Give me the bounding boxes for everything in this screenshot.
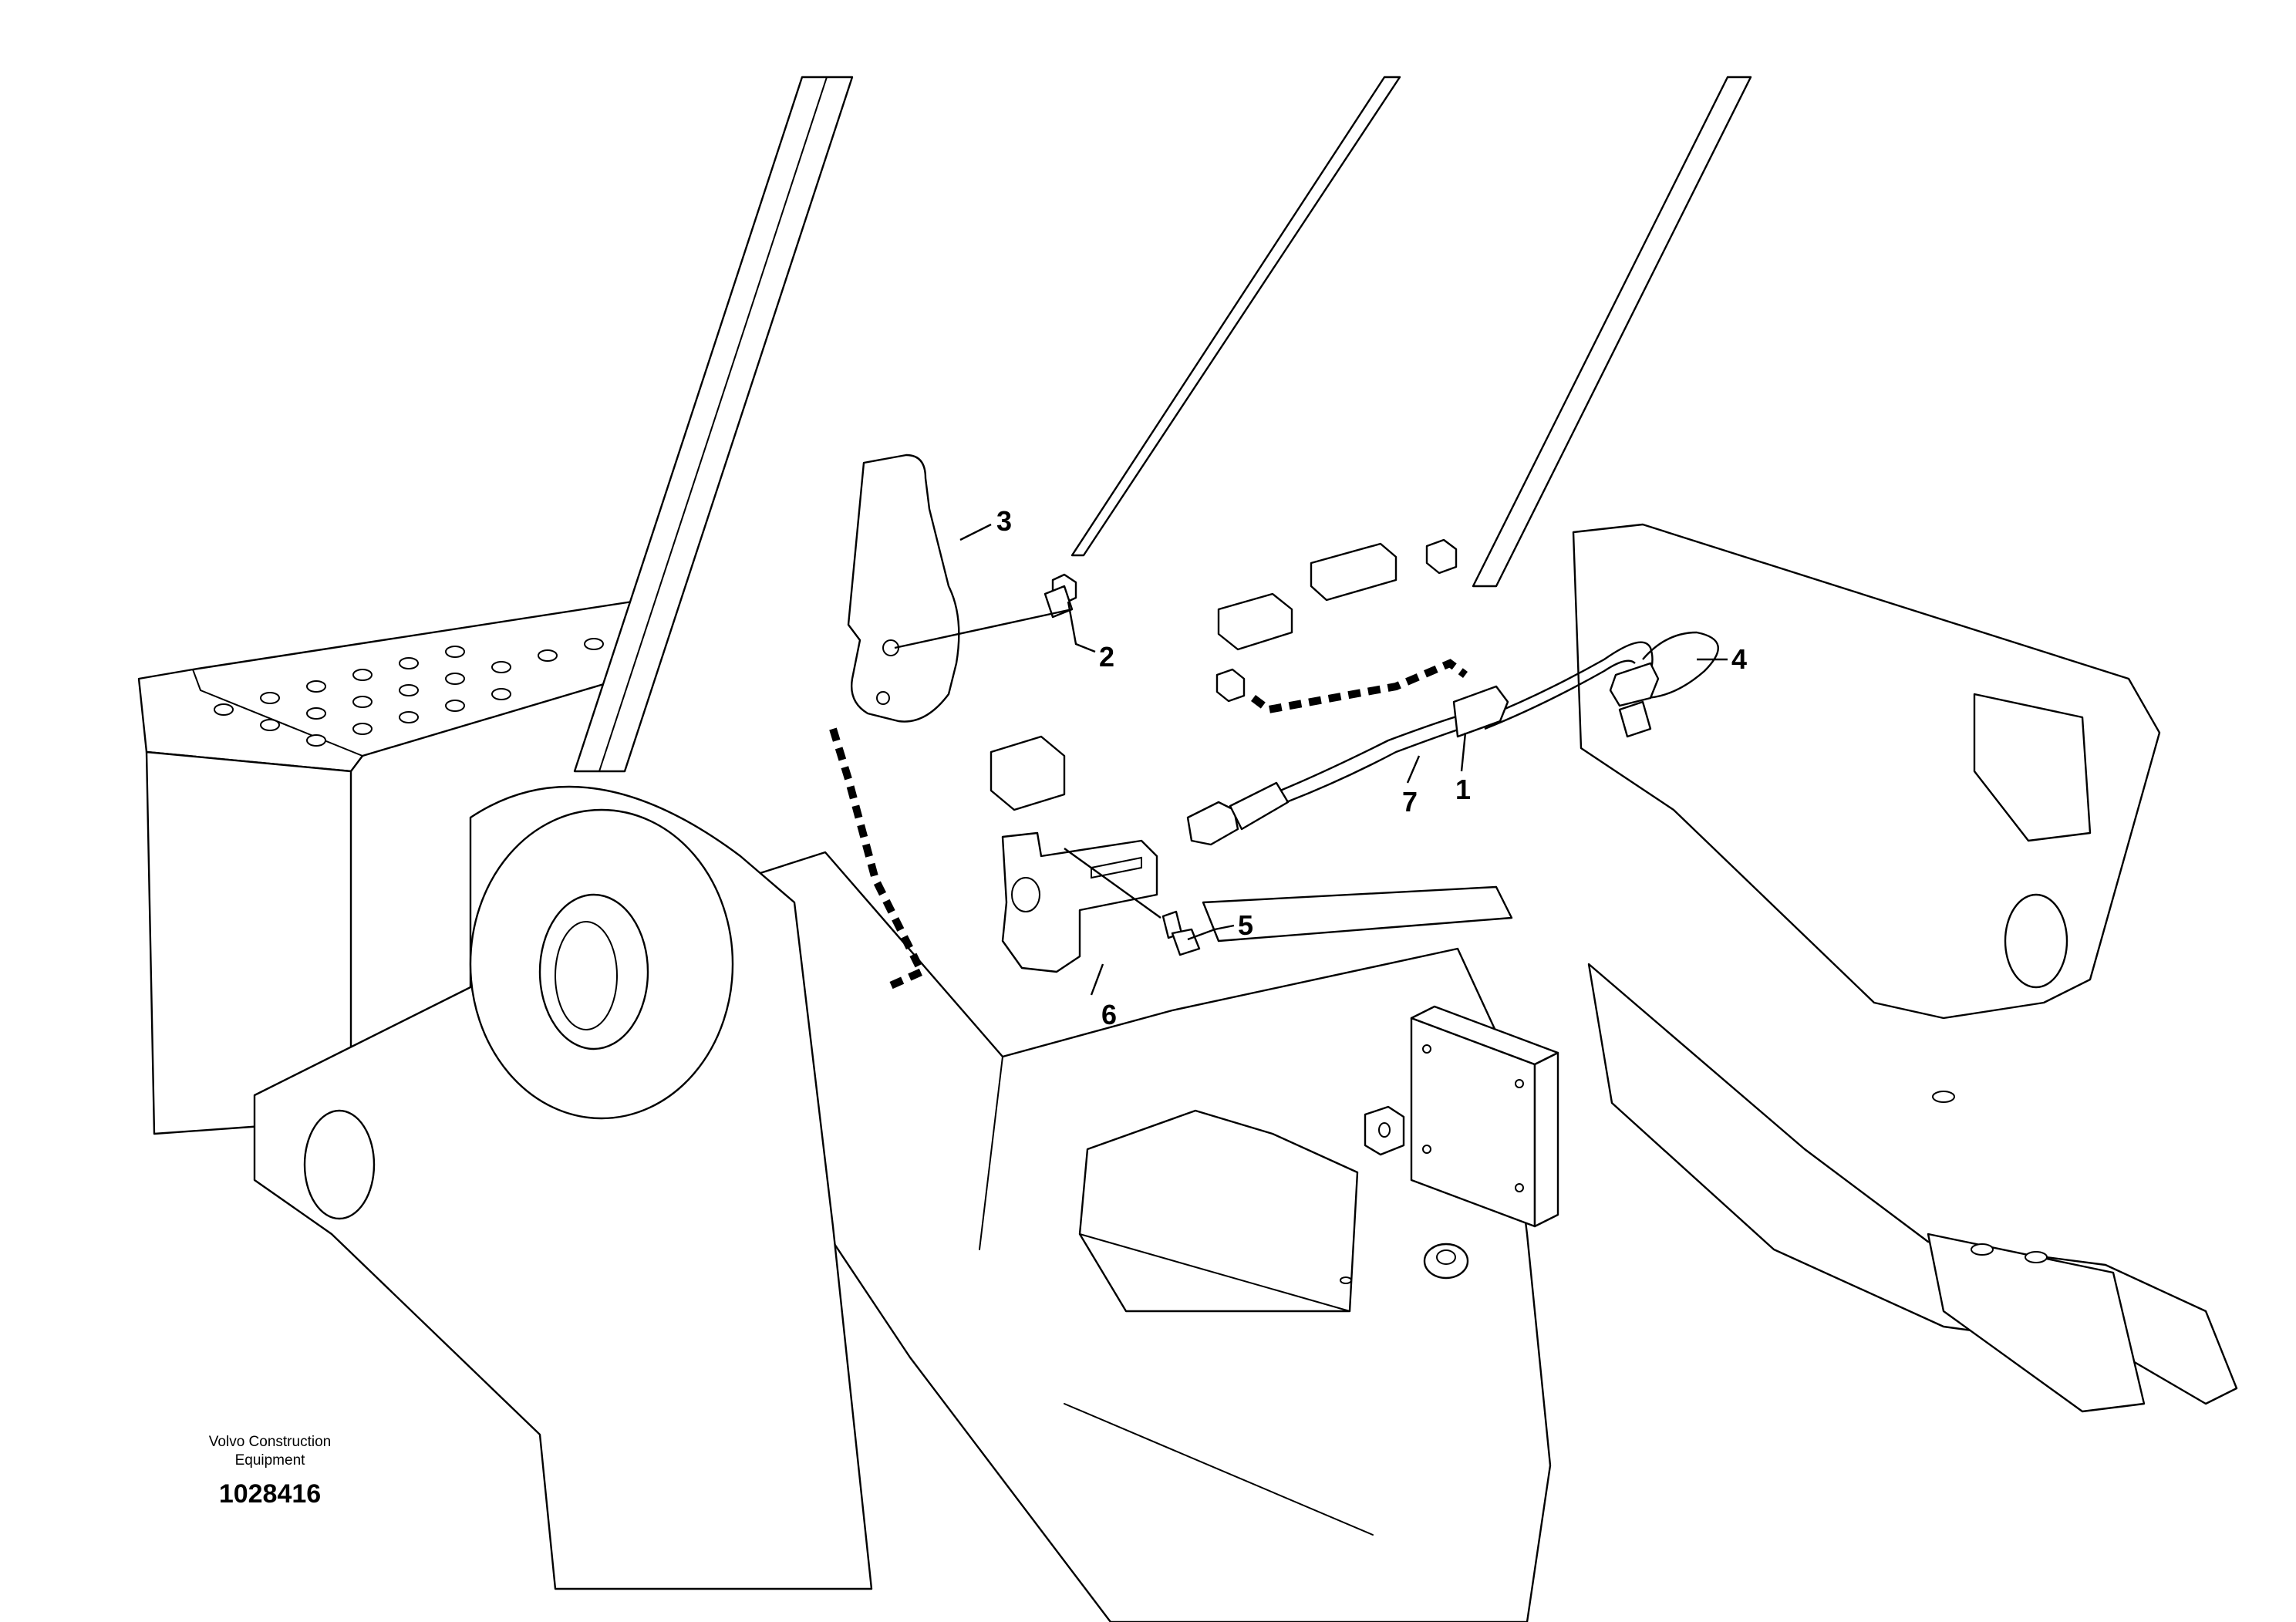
step-holes <box>214 638 604 747</box>
bracket-plate-hole-lower <box>876 691 890 705</box>
callout-5: 5 <box>1238 909 1253 941</box>
cable-clamp-part-1 <box>1452 685 1509 738</box>
caption-company-line2: Equipment <box>234 1452 305 1469</box>
cable-tie-head <box>1618 700 1652 738</box>
drawing-caption: Volvo Construction Equipment 1028416 <box>131 1433 409 1509</box>
screw-part-5 <box>1161 910 1201 956</box>
callout-3: 3 <box>996 505 1012 537</box>
callout-2: 2 <box>1099 641 1114 673</box>
sensor-bracket-part-6 <box>1001 831 1158 973</box>
dashed-reference-line-left <box>829 727 927 991</box>
callout-6: 6 <box>1101 999 1117 1030</box>
machine-frame <box>137 76 2238 1622</box>
drawing-number: 1028416 <box>218 1479 322 1509</box>
bracket-plate-part-3 <box>847 454 960 723</box>
callout-7: 7 <box>1402 786 1418 818</box>
mounting-blocks <box>990 538 1458 811</box>
caption-company-line1: Volvo Construction <box>208 1434 332 1450</box>
callout-4: 4 <box>1731 643 1747 675</box>
dashed-reference-line-top <box>1251 659 1468 714</box>
callout-1: 1 <box>1455 774 1471 805</box>
callout-leaders <box>894 523 1728 996</box>
screw-part-2 <box>1043 573 1077 619</box>
cable-tie-part-4 <box>1609 662 1660 707</box>
